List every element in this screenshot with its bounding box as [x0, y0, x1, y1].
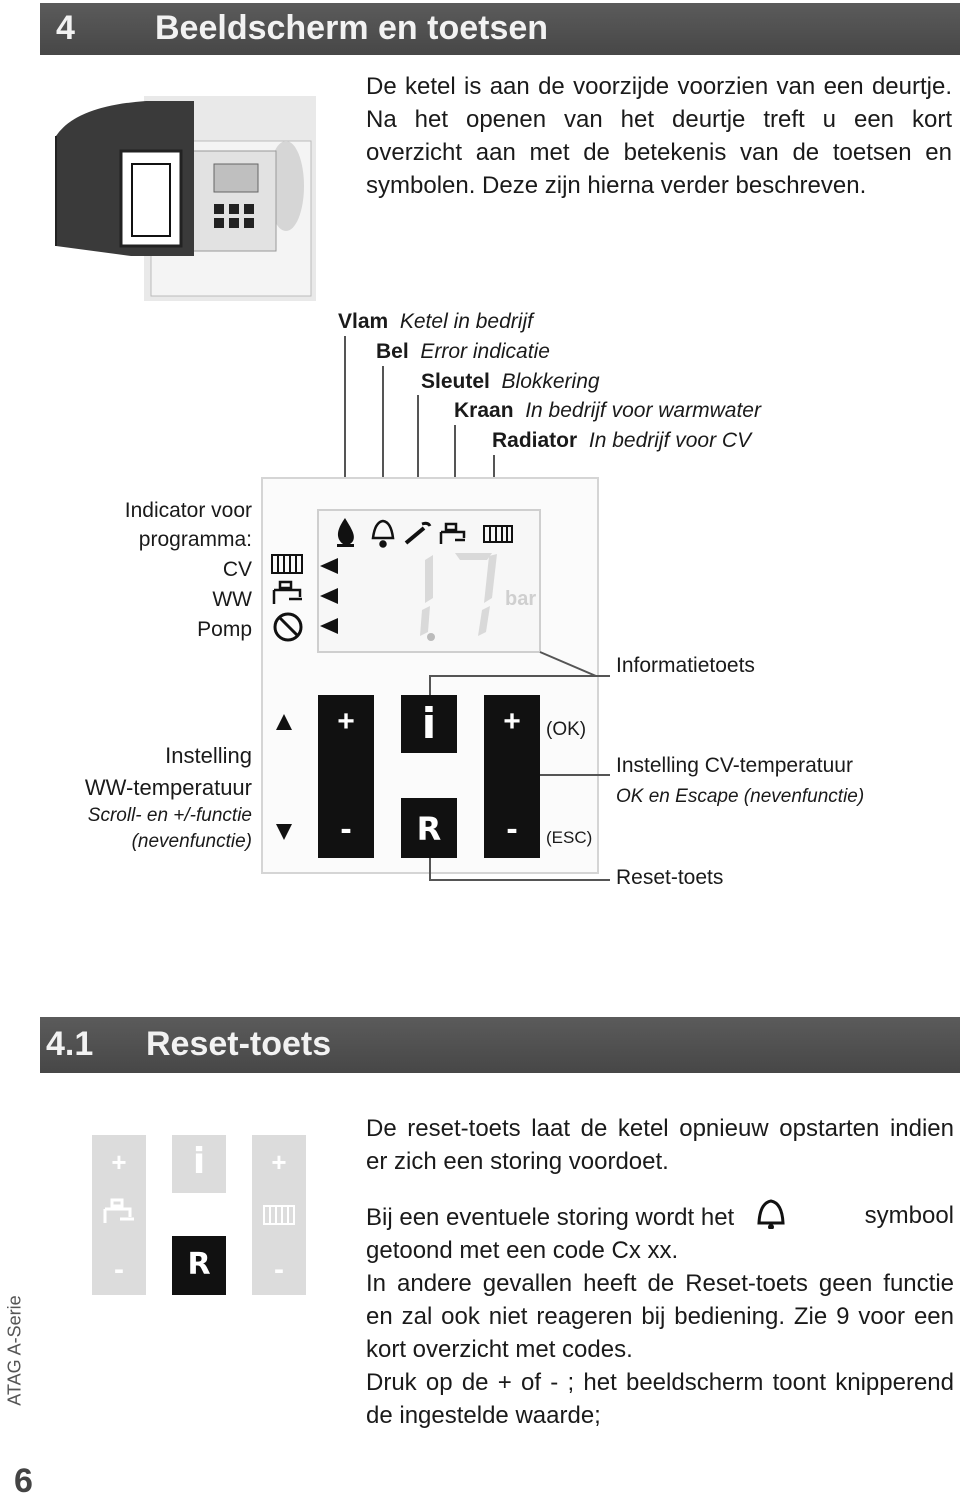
scroll-label: Scroll- en +/-functie	[87, 805, 252, 826]
legend-sleutel-desc: Blokkering	[501, 370, 600, 393]
reset-toets-label: Reset-toets	[616, 866, 724, 889]
reset-description: De reset-toets laat de ketel opnieuw ops…	[366, 1112, 954, 1432]
reset-paragraph-4: Druk op de + of - ; het beeldscherm toon…	[366, 1369, 954, 1429]
wrench-icon	[404, 521, 432, 545]
legend-vlam-name: Vlam	[338, 310, 389, 333]
pomp-label: Pomp	[197, 618, 252, 641]
instelling-label: Instelling	[165, 743, 252, 768]
ok-label: (OK)	[546, 719, 587, 740]
legend-radiator: Radiator In bedrijf voor CV	[492, 429, 751, 453]
ww-temp-label: WW-temperatuur	[84, 775, 252, 800]
reset-key-label: R	[416, 810, 442, 848]
legend-bel: Bel Error indicatie	[376, 340, 550, 364]
legend-kraan: Kraan In bedrijf voor warmwater	[454, 399, 761, 423]
light-cv-minus-label: -	[274, 1253, 284, 1286]
bell-icon	[757, 1199, 785, 1230]
light-info-label: i	[192, 1141, 206, 1182]
legend-sleutel: Sleutel Blokkering	[421, 370, 600, 394]
chapter-title: Beeldscherm en toetsen	[155, 9, 549, 47]
intro-paragraph: De ketel is aan de voorzijde voorzien va…	[366, 73, 952, 199]
ww-plus-key-label: +	[337, 705, 355, 738]
legend-sleutel-name: Sleutel	[421, 370, 490, 393]
storing-text-before: Bij een eventuele storing wordt het	[366, 1204, 735, 1231]
light-info-key: i	[172, 1135, 226, 1193]
light-key-icons	[103, 1198, 295, 1225]
light-ww-key-column: + -	[92, 1135, 146, 1295]
esc-label: (ESC)	[546, 828, 593, 847]
radiator-icon	[483, 525, 513, 543]
legend-kraan-desc: In bedrijf voor warmwater	[525, 399, 761, 422]
ok-escape-label: OK en Escape (nevenfunctie)	[616, 786, 865, 807]
light-ww-plus-label: +	[111, 1147, 127, 1177]
info-key-label: i	[421, 699, 437, 748]
light-ww-minus-label: -	[114, 1253, 124, 1286]
cv-plus-key-label: +	[503, 705, 521, 738]
chapter-number: 4	[56, 9, 75, 47]
chapter-header: 4 Beeldscherm en toetsen	[40, 3, 960, 55]
ww-minus-key-label: -	[340, 810, 352, 848]
light-tap-icon	[103, 1198, 134, 1223]
flame-icon	[337, 518, 354, 547]
cv-program-icon	[271, 554, 303, 574]
ww-key-column[interactable]: + -	[318, 695, 374, 858]
light-radiator-icon	[263, 1205, 295, 1225]
highlighted-reset-key: R	[172, 1236, 226, 1295]
reset-paragraph-1: De reset-toets laat de ketel opnieuw ops…	[366, 1115, 954, 1175]
section-number: 4.1	[46, 1025, 94, 1063]
highlighted-reset-label: R	[187, 1247, 211, 1282]
indicator-label-2: programma:	[138, 528, 252, 551]
reset-paragraph-2: Bij een eventuele storing wordt het symb…	[366, 1199, 954, 1234]
legend-radiator-desc: In bedrijf voor CV	[588, 429, 752, 452]
informatietoets-label: Informatietoets	[616, 654, 755, 677]
ww-label: WW	[212, 588, 252, 611]
cv-minus-key-label: -	[506, 810, 518, 848]
reset-paragraph-3: In andere gevallen heeft de Reset-toets …	[366, 1270, 954, 1363]
reset-paragraph-2-cont: getoond met een code Cx xx.	[366, 1237, 679, 1264]
legend-bel-name: Bel	[376, 340, 409, 363]
legend-radiator-name: Radiator	[492, 429, 578, 452]
nevenfunctie-label: (nevenfunctie)	[131, 831, 252, 852]
bell-icon	[371, 519, 395, 548]
info-button[interactable]: i	[401, 695, 457, 753]
section-title: Reset-toets	[146, 1025, 332, 1063]
indicator-label-1: Indicator voor	[124, 499, 252, 522]
lcd-unit: bar	[505, 588, 537, 610]
instelling-cv-label: Instelling CV-temperatuur	[616, 754, 853, 777]
reset-button[interactable]: R	[401, 798, 457, 858]
tap-icon	[439, 522, 466, 544]
boiler-door-illustration	[55, 96, 316, 301]
legend-bel-desc: Error indicatie	[420, 340, 550, 363]
cv-key-column[interactable]: + -	[484, 695, 540, 858]
light-cv-key-column: + -	[252, 1135, 306, 1295]
legend-vlam: Vlam Ketel in bedrijf	[338, 310, 533, 334]
page-number: 6	[14, 1462, 33, 1500]
ww-program-icon	[272, 580, 302, 604]
series-name: ATAG A-Serie	[4, 1295, 25, 1406]
section-header: 4.1 Reset-toets	[40, 1017, 960, 1073]
pump-icon	[273, 612, 303, 642]
legend-vlam-desc: Ketel in bedrijf	[399, 310, 533, 333]
storing-text-after: symbool	[864, 1202, 954, 1229]
legend-kraan-name: Kraan	[454, 399, 514, 422]
light-cv-plus-label: +	[271, 1147, 287, 1177]
cv-label: CV	[222, 558, 252, 581]
